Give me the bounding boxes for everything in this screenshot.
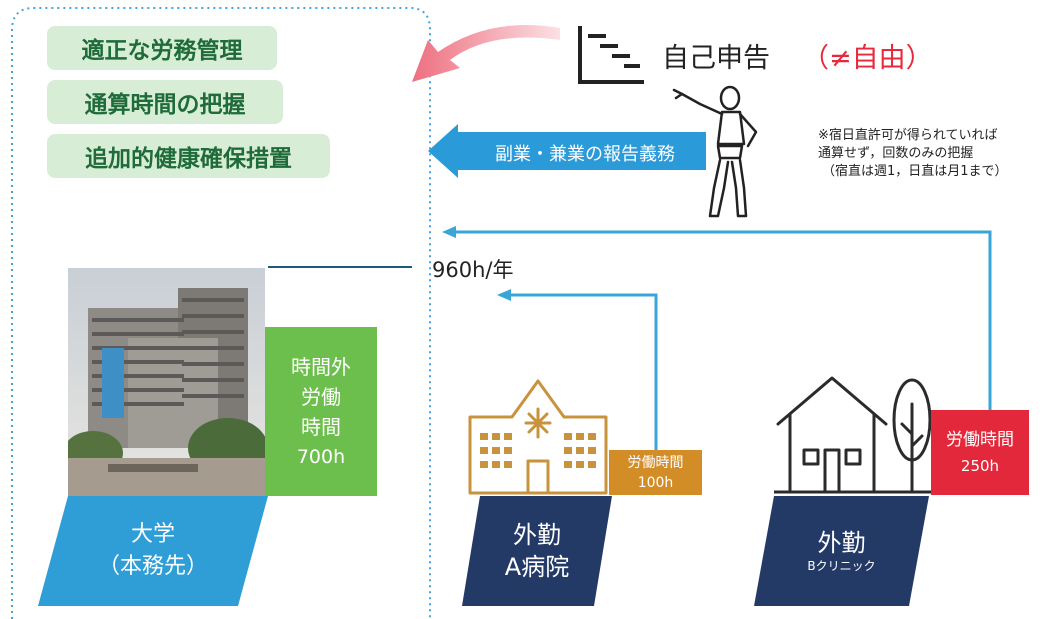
overtime-line-2: 労働 [301,384,341,409]
hospital-a-line-1: 外勤 [513,521,561,549]
clinic-b-line-2: Bクリニック [807,559,876,573]
footnote-line-1: ※宿日直許可が得られていれば [818,128,998,143]
university-shape [38,496,268,606]
overtime-hours: 700h [296,445,346,468]
timeline-icon [578,26,644,84]
hospital-building-icon [468,379,608,495]
university-sub: （本務先） [97,554,208,579]
hospital-a-label: 外勤 A病院 [462,496,612,606]
university-label: 大学 （本務先） [38,496,268,606]
hospital-a-hours-box: 労働時間 100h [609,450,702,495]
responsibility-health-measures: 追加的健康確保措置 [47,134,330,178]
clinic-b-label: 外勤 Bクリニック [754,496,929,606]
hospital-a-hours-value: 100h [637,474,674,491]
self-report-note: （≠自由） [802,43,933,74]
responsibility-total-hours: 通算時間の把握 [47,80,283,124]
hospital-a-arrowhead [497,289,511,301]
university-building-image [68,268,265,496]
responsibility-labor-management: 適正な労務管理 [47,26,277,70]
report-duty-arrow-shape [428,124,706,178]
hospital-a-line-2: A病院 [504,553,570,581]
clinic-b-hours-value: 250h [960,456,1000,475]
hospital-a-hours-label: 労働時間 [627,454,684,471]
footnote-line-3: （宿直は週1，日直は月1まで） [822,164,1008,179]
overtime-box: 時間外 労働 時間 700h [265,327,377,496]
presenter-figure-icon [672,85,758,218]
clinic-b-hours-label: 労働時間 [946,429,1014,450]
university-name: 大学 [130,522,175,547]
feedback-curved-arrow [412,25,560,82]
clinic-b-hours-box: 労働時間 250h [931,410,1029,495]
report-duty-label: 副業・兼業の報告義務 [495,144,675,165]
hospital-a-connector [508,293,658,450]
limit-label: 960h/年 [432,258,514,282]
clinic-b-shape [754,496,929,606]
overtime-line-3: 時間 [301,414,341,439]
clinic-b-line-1: 外勤 [817,529,866,557]
footnote-line-2: 通算せず，回数のみの把握 [818,146,974,161]
hospital-a-shape [462,496,612,606]
clinic-b-connector [452,230,992,410]
clinic-house-icon [774,376,934,494]
self-report-label: 自己申告 [662,43,770,74]
overtime-line-1: 時間外 [291,354,351,379]
clinic-b-arrowhead [442,226,456,238]
